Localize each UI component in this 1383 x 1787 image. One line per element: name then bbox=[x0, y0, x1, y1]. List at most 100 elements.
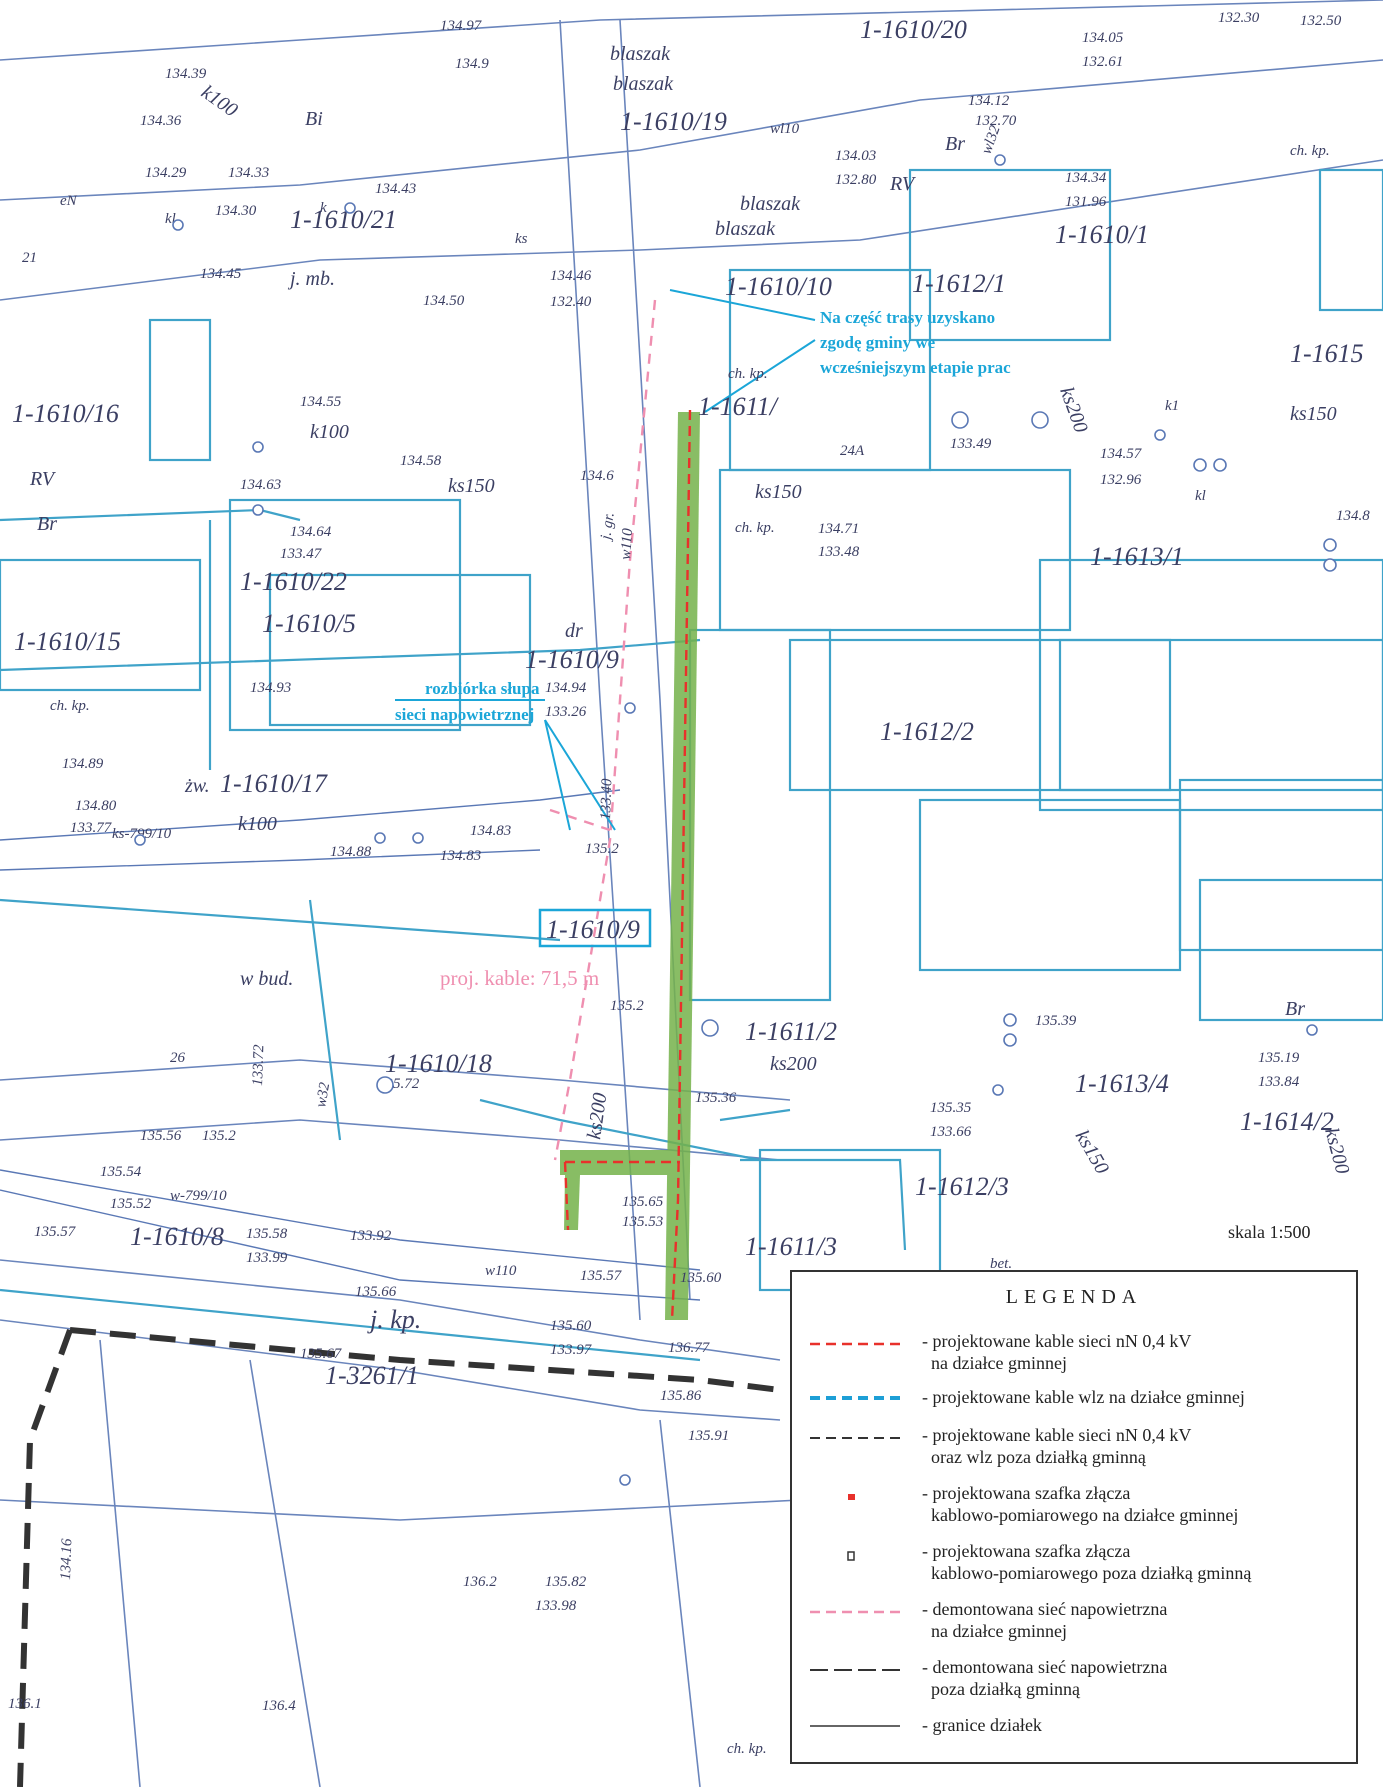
elevation-label: 134.45 bbox=[200, 266, 242, 282]
parcel-label: 1-1610/19 bbox=[620, 107, 727, 136]
parcel-label: 1-1611/ bbox=[698, 392, 780, 421]
elevation-label: 134.12 bbox=[968, 93, 1010, 109]
elevation-label: 135.19 bbox=[1258, 1050, 1300, 1066]
note-consent-line1: Na część trasy uzyskano bbox=[820, 308, 995, 327]
legend-item-text: - demontowana sieć napowietrzna poza dzi… bbox=[922, 1657, 1168, 1699]
elevation-label: 134.03 bbox=[835, 148, 876, 164]
elevation-label: 132.40 bbox=[550, 294, 592, 310]
elevation-label: 132.70 bbox=[975, 113, 1017, 129]
elevation-label: 135.86 bbox=[660, 1388, 702, 1404]
feature-label: w bud. bbox=[240, 968, 293, 990]
utility-label: ks-799/10 bbox=[112, 826, 172, 842]
parcel-label: 1-1612/1 bbox=[912, 269, 1006, 298]
utility-label: ks200 bbox=[583, 1091, 611, 1140]
elevation-label: 135.65 bbox=[622, 1194, 664, 1210]
elevation-label: 135.57 bbox=[580, 1268, 623, 1284]
legend-item-text: - projektowane kable sieci nN 0,4 kV na … bbox=[922, 1331, 1192, 1373]
parcel-label: 1-1613/4 bbox=[1075, 1069, 1169, 1098]
feature-label: 26 bbox=[170, 1050, 186, 1066]
elevation-label: 134.50 bbox=[423, 293, 465, 309]
elevation-label: 135.56 bbox=[140, 1128, 182, 1144]
parcel-labels: 1-1610/20 1-1610/21 1-1610/16 1-1610/22 … bbox=[12, 15, 1364, 1390]
parcel-label: 1-1610/8 bbox=[130, 1222, 224, 1251]
elevation-label: 134.36 bbox=[140, 113, 182, 129]
elevation-label: 133.99 bbox=[246, 1250, 288, 1266]
legend-item-text: - granice działek bbox=[922, 1715, 1042, 1735]
legend-item-text: - demontowana sieć napowietrzna na dział… bbox=[922, 1599, 1168, 1641]
legend-item: - projektowana szafka złącza kablowo-pom… bbox=[792, 1540, 1356, 1600]
elevation-label: 136.1 bbox=[8, 1696, 42, 1712]
elevation-label: 131.96 bbox=[1065, 194, 1107, 210]
parcel-label: 1-1615 bbox=[1290, 339, 1364, 368]
elevation-label: 135.52 bbox=[110, 1196, 152, 1212]
parcel-label: 1-1610/20 bbox=[860, 15, 967, 44]
utility-label: ks150 bbox=[448, 475, 495, 497]
elevation-label: 136.2 bbox=[463, 1574, 497, 1590]
utility-label: k bbox=[320, 200, 327, 216]
feature-label: Br bbox=[37, 513, 57, 535]
elevation-label: 134.34 bbox=[1065, 170, 1107, 186]
legend-item: - demontowana sieć napowietrzna poza dzi… bbox=[792, 1656, 1356, 1716]
elevation-label: 134.16 bbox=[58, 1538, 75, 1580]
elevation-label: 134.89 bbox=[62, 756, 104, 772]
elevation-label: 134.55 bbox=[300, 394, 342, 410]
elevation-label: 134.57 bbox=[1100, 446, 1143, 462]
elevation-label: 133.40 bbox=[598, 778, 615, 820]
utility-label: k100 bbox=[238, 813, 277, 835]
parcel-label: 1-1612/3 bbox=[915, 1172, 1009, 1201]
legend-red-dashed-icon bbox=[810, 1342, 900, 1346]
elevation-label: 135.67 bbox=[300, 1346, 343, 1362]
utility-label: k1 bbox=[1165, 398, 1179, 414]
legend-item-text: - projektowane kable wlz na działce gmin… bbox=[922, 1387, 1245, 1407]
legend-blue-dashed-icon bbox=[810, 1396, 900, 1400]
elevation-label: 135.2 bbox=[585, 841, 619, 857]
feature-labels: blaszak blaszak blaszak blaszak Bi Br Br… bbox=[22, 43, 1330, 1757]
boxed-label-frame bbox=[538, 908, 652, 948]
utility-label: ks200 bbox=[1320, 1126, 1353, 1177]
elevation-label: 132.80 bbox=[835, 172, 877, 188]
elevation-label: 135.53 bbox=[622, 1214, 663, 1230]
parcel-label: 1-1610/21 bbox=[290, 205, 397, 234]
legend-black-dashed-icon bbox=[810, 1437, 900, 1439]
elevation-label: 135.57 bbox=[34, 1224, 77, 1240]
parcel-label: 1-1610/15 bbox=[14, 627, 121, 656]
feature-label: j. kp. bbox=[367, 1305, 421, 1334]
parcel-label: 1-1610/16 bbox=[12, 399, 119, 428]
elevation-label: 134.80 bbox=[75, 798, 117, 814]
feature-label: ch. kp. bbox=[1290, 143, 1330, 159]
parcel-label: 1-1614/2 bbox=[1240, 1107, 1334, 1136]
utility-label: ks bbox=[515, 231, 528, 247]
parcel-label: 1-1610/1 bbox=[1055, 220, 1149, 249]
legend: LEGENDA - projektowane kable sieci nN 0,… bbox=[790, 1270, 1358, 1764]
note-consent-line2: zgodę gminy we bbox=[820, 333, 936, 352]
feature-label: 21 bbox=[22, 250, 37, 266]
elevation-label: 133.92 bbox=[350, 1228, 392, 1244]
feature-label: żw. bbox=[184, 775, 210, 797]
elevation-label: 134.63 bbox=[240, 477, 281, 493]
elevation-label: 134.6 bbox=[580, 468, 614, 484]
cable-length-label: proj. kable: 71,5 m bbox=[440, 966, 599, 990]
parcel-label: 1-1610/10 bbox=[725, 272, 832, 301]
elevation-label: 136.77 bbox=[668, 1340, 711, 1356]
feature-label: blaszak bbox=[610, 43, 671, 65]
elevation-label: 134.9 bbox=[455, 56, 489, 72]
feature-label: Br bbox=[1285, 998, 1305, 1020]
elevation-label: 134.8 bbox=[1336, 508, 1370, 524]
legend-black-box-icon bbox=[847, 1551, 855, 1561]
legend-item-text: - projektowane kable sieci nN 0,4 kV ora… bbox=[922, 1425, 1192, 1467]
parcel-label: 1-1610/17 bbox=[220, 769, 328, 798]
elevation-label: 135.60 bbox=[550, 1318, 592, 1334]
dashed-boundary bbox=[17, 1327, 781, 1787]
legend-item-text: - projektowana szafka złącza kablowo-pom… bbox=[922, 1483, 1239, 1525]
elevation-label: 134.58 bbox=[400, 453, 442, 469]
feature-label: RV bbox=[29, 468, 57, 490]
utility-label: ks150 bbox=[755, 481, 802, 503]
boxed-parcel-label: 1-1610/9 bbox=[546, 915, 640, 944]
elevation-label: 134.71 bbox=[818, 521, 859, 537]
elevation-label: 133.77 bbox=[70, 820, 113, 836]
utility-label: w32 bbox=[313, 1081, 333, 1109]
legend-item: - projektowane kable sieci nN 0,4 kV na … bbox=[792, 1330, 1356, 1390]
utility-label: w110 bbox=[485, 1263, 517, 1279]
elevation-label: 133.26 bbox=[545, 704, 587, 720]
